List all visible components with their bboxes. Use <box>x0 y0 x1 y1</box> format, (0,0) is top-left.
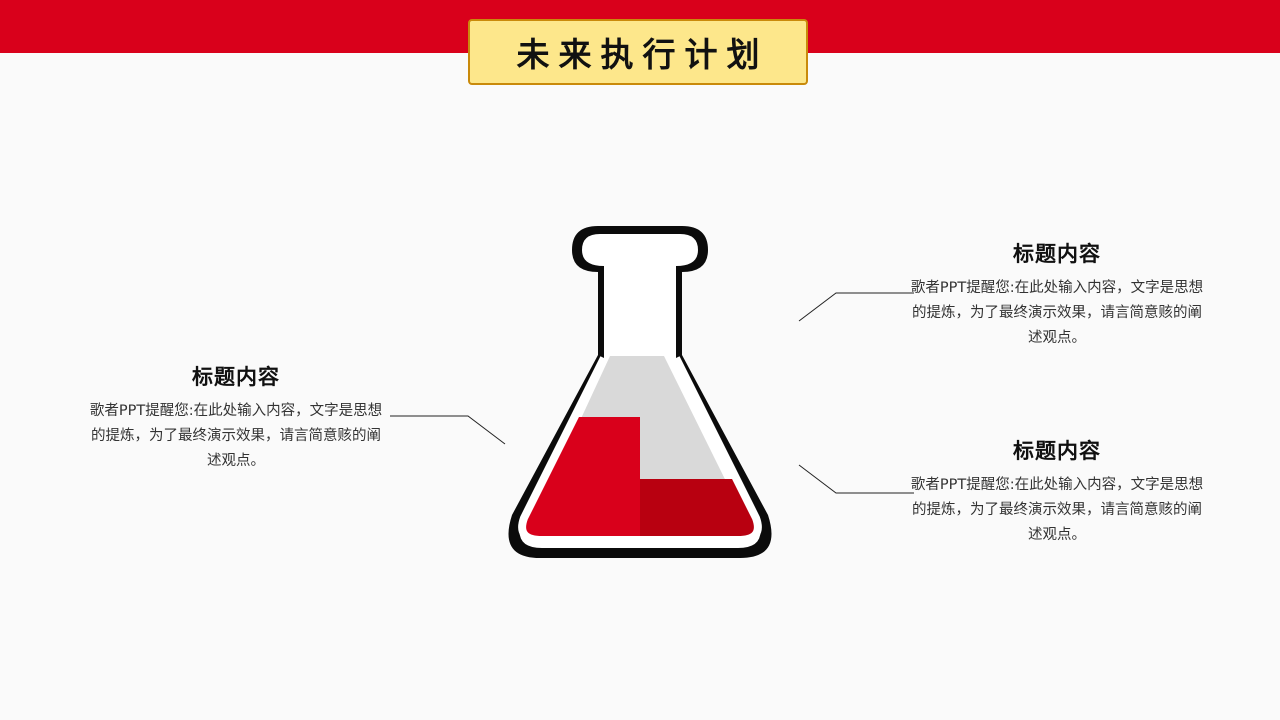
liquid-dark-red <box>640 479 756 538</box>
connector-right-top <box>798 292 914 322</box>
erlenmeyer-flask-icon <box>508 226 772 558</box>
block-body: 歌者PPT提醒您:在此处输入内容，文字是思想的提炼，为了最终演示效果，请言简意赅… <box>910 477 1204 543</box>
block-title: 标题内容 <box>1013 439 1101 463</box>
block-title: 标题内容 <box>1013 242 1101 266</box>
block-body: 歌者PPT提醒您:在此处输入内容，文字是思想的提炼，为了最终演示效果，请言简意赅… <box>910 280 1204 346</box>
text-block-right-bottom: 标题内容 歌者PPT提醒您:在此处输入内容，文字是思想的提炼，为了最终演示效果，… <box>907 435 1207 548</box>
text-block-left: 标题内容 歌者PPT提醒您:在此处输入内容，文字是思想的提炼，为了最终演示效果，… <box>86 361 386 474</box>
title-box: 未来执行计划 <box>468 19 808 85</box>
connector-left <box>390 415 506 445</box>
block-body: 歌者PPT提醒您:在此处输入内容，文字是思想的提炼，为了最终演示效果，请言简意赅… <box>89 403 383 469</box>
text-block-right-top: 标题内容 歌者PPT提醒您:在此处输入内容，文字是思想的提炼，为了最终演示效果，… <box>907 238 1207 351</box>
slide-title: 未来执行计划 <box>516 35 769 74</box>
connector-right-bottom <box>798 464 914 494</box>
block-title: 标题内容 <box>192 365 280 389</box>
